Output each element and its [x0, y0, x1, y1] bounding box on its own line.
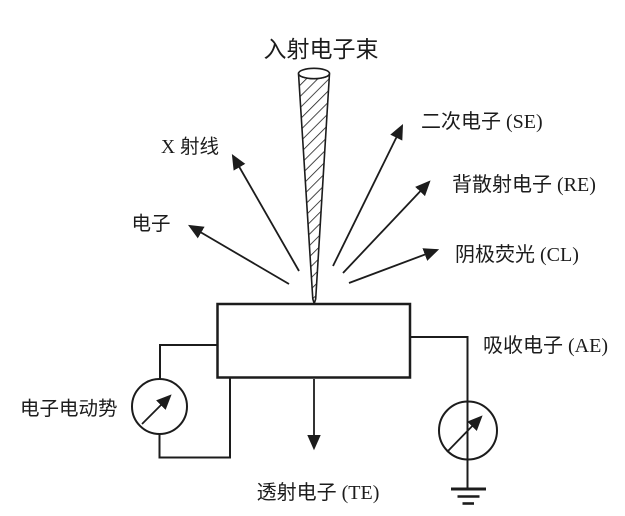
right-circuit [410, 336, 498, 505]
secondary-electron-arrow [332, 123, 404, 267]
ground-icon [451, 487, 486, 505]
incident-beam-label: 入射电子束 [264, 37, 379, 62]
xray-arrow [231, 154, 300, 272]
left-circuit-wire-bottom [158, 377, 231, 459]
galvanometer-left-needle [141, 394, 172, 425]
hatched-beam-cone-icon [297, 67, 331, 307]
xray-label: X 射线 [161, 136, 219, 158]
left-circuit [131, 344, 231, 459]
cathodoluminescence-label: 阴极荧光 (CL) [455, 243, 579, 266]
backscattered-electron-arrow [342, 180, 431, 274]
transmitted-electron-label: 透射电子 (TE) [257, 481, 380, 504]
cathodoluminescence-arrow [348, 248, 440, 284]
backscattered-electron-label: 背散射电子 (RE) [452, 173, 596, 196]
electron-label: 电子 [131, 213, 170, 235]
secondary-electron-label: 二次电子 (SE) [421, 110, 543, 133]
galvanometer-left-icon [131, 378, 188, 435]
left-circuit-wire-top [159, 344, 218, 380]
specimen-box [216, 302, 412, 379]
galvanometer-right-icon [438, 400, 498, 488]
galvanometer-right-needle [446, 415, 483, 453]
right-circuit-wire-top [410, 336, 469, 402]
electron-emf-label: 电子电动势 [20, 398, 118, 420]
beam-cone-top [297, 67, 331, 80]
absorbed-electron-label: 吸收电子 (AE) [483, 334, 608, 357]
electron-arrow [188, 224, 290, 285]
